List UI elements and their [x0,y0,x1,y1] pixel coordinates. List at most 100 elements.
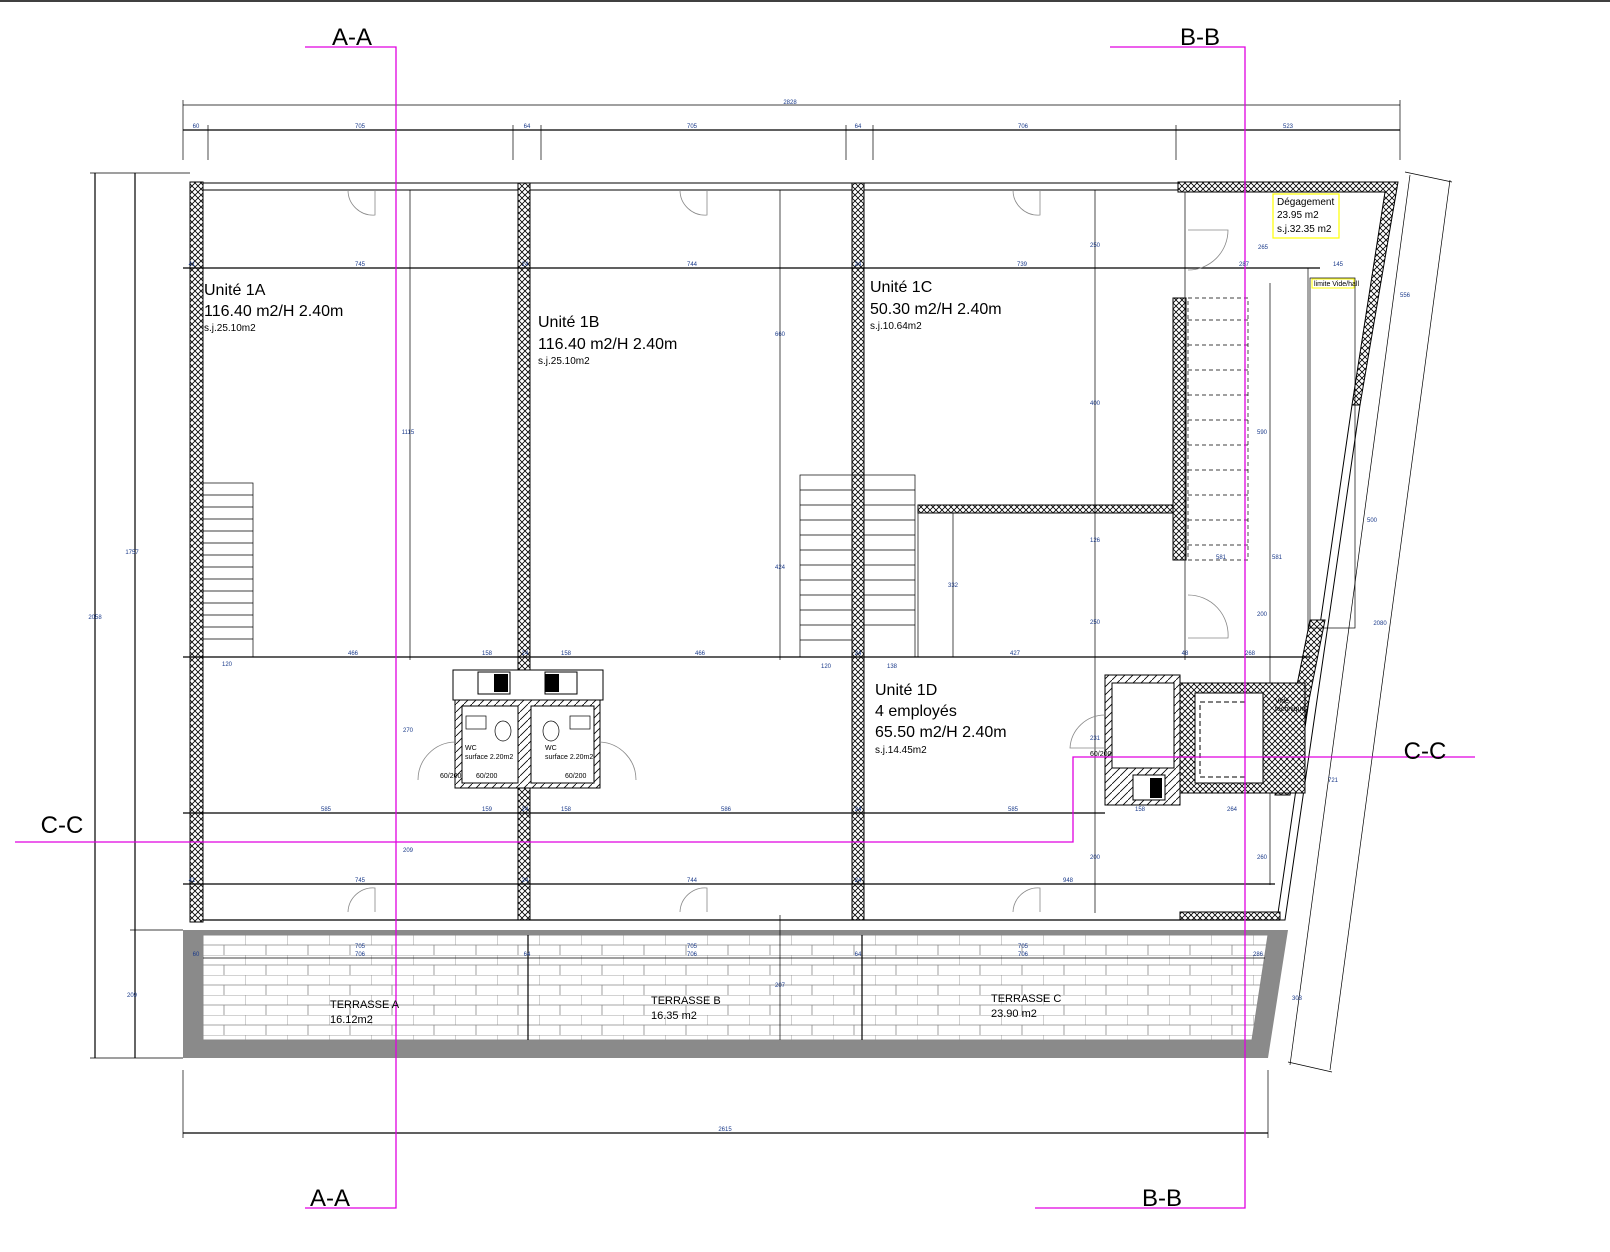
dim-label: 424 [775,565,786,571]
dim-label: 706 [687,952,698,958]
dim-label: 60 [193,124,200,130]
dim-label: 590 [1257,430,1268,436]
dim-label: 41 [189,262,196,268]
dim-label: 744 [687,878,698,884]
dim-label: 24 [522,807,529,813]
dim-label: 2615 [718,1127,732,1133]
dim-label: 209 [403,848,414,854]
dim-label: 207 [775,983,786,989]
unit-1d-staff: 4 employés [875,703,957,720]
dimension-labels: 2828 60 705 64 705 64 706 523 41 745 24 … [88,100,1410,1133]
door-label: 60/200 [565,773,587,780]
dim-label: 1757 [125,550,139,556]
dim-label: 744 [687,262,698,268]
door-label: 60/200 [440,773,462,780]
dim-label: 265 [1258,245,1269,251]
section-cc-right: C-C [1404,738,1447,765]
dim-label: 120 [222,662,233,668]
terrasse-b-area: 16.35 m2 [651,1010,697,1022]
section-bb-top: B-B [1180,24,1220,51]
degagement-name: Dégagement [1277,197,1334,208]
dim-label: 332 [948,583,959,589]
vide-technique-label-1: Vide [1275,698,1289,705]
wc-right-label: WC [545,745,557,752]
unit-1a-sj: s.j.25.10m2 [204,323,256,334]
dim-label: 250 [1090,243,1101,249]
degagement-sj: s.j.32.35 m2 [1277,224,1332,235]
dim-label: 2080 [1373,621,1387,627]
terrasse-c-name: TERRASSE C [991,993,1061,1005]
dim-label: 200 [1257,612,1268,618]
dim-label: 466 [695,651,706,657]
dim-label: 24 [855,878,862,884]
dim-label: 158 [1135,807,1146,813]
dim-label: 586 [721,807,732,813]
dim-label: 287 [1239,262,1250,268]
section-aa-top: A-A [332,24,372,51]
dim-label: 286 [1253,952,1264,958]
unit-1c-name: Unité 1C [870,279,932,296]
dim-label: 24 [855,651,862,657]
dim-label: 24 [855,262,862,268]
door-label: 60/200 [1090,751,1112,758]
dim-label: 1115 [402,430,415,436]
terrasse-c-area: 23.90 m2 [991,1008,1037,1020]
doors [347,189,1229,913]
dim-label: 48 [1182,651,1189,657]
dim-label: 64 [855,952,862,958]
wc-left-surface: surface 2.20m2 [465,754,513,761]
dim-label: 60 [193,952,200,958]
terrasse-b-name: TERRASSE B [651,995,721,1007]
unit-1a-name: Unité 1A [204,282,266,299]
door-label: 60/200 [476,773,498,780]
dim-label: 466 [348,651,359,657]
dim-label: 64 [524,124,531,130]
dim-label: 24 [522,651,529,657]
dim-label: 41 [189,878,196,884]
unit-1d-name: Unité 1D [875,682,937,699]
section-lines: A-A A-A B-B B-B C-C C-C [15,24,1475,1212]
terrasse-a-name: TERRASSE A [330,999,400,1011]
unit-1c-area: 50.30 m2/H 2.40m [870,301,1002,318]
wc-block: WC surface 2.20m2 WC surface 2.20m2 60/2… [417,669,1112,789]
dim-label: 660 [775,332,786,338]
dim-label: 200 [1090,855,1101,861]
unit-1d-sj: s.j.14.45m2 [875,745,927,756]
dim-label: 231 [1090,736,1101,742]
dim-label: 158 [561,651,572,657]
dim-label: 400 [1090,401,1101,407]
room-labels: Unité 1A 116.40 m2/H 2.40m s.j.25.10m2 U… [204,193,1359,1026]
dim-label: 2058 [88,615,102,621]
dim-label: 24 [855,807,862,813]
dimension-lines [90,100,1453,1138]
dim-label: 705 [687,944,698,950]
dim-label: 721 [1328,778,1339,784]
section-bb-bottom: B-B [1142,1185,1182,1212]
vide-technique-label-2: technique [1275,706,1305,713]
dim-label: 145 [1333,262,1344,268]
dim-label: 303 [1292,996,1303,1002]
dim-label: 159 [482,807,493,813]
dim-label: 585 [321,807,332,813]
dim-label: 264 [1227,807,1238,813]
dim-label: 705 [355,124,366,130]
unit-1b-area: 116.40 m2/H 2.40m [538,336,677,353]
unit-1d-area: 65.50 m2/H 2.40m [875,724,1007,741]
wc-left-label: WC [465,745,477,752]
dim-label: 581 [1216,555,1227,561]
dim-label: 705 [1018,944,1029,950]
dim-label: 260 [1257,855,1268,861]
dim-label: 706 [1018,124,1029,130]
dim-label: 739 [1017,262,1028,268]
dim-label: 268 [1245,651,1256,657]
dim-label: 126 [1090,538,1101,544]
dim-label: 705 [687,124,698,130]
dim-label: 523 [1283,124,1294,130]
section-aa-bottom: A-A [310,1185,350,1212]
dim-label: 705 [355,944,366,950]
dim-label: 706 [1018,952,1029,958]
walls [189,181,1399,923]
unit-1b-sj: s.j.25.10m2 [538,356,590,367]
dim-label: 581 [1272,555,1283,561]
